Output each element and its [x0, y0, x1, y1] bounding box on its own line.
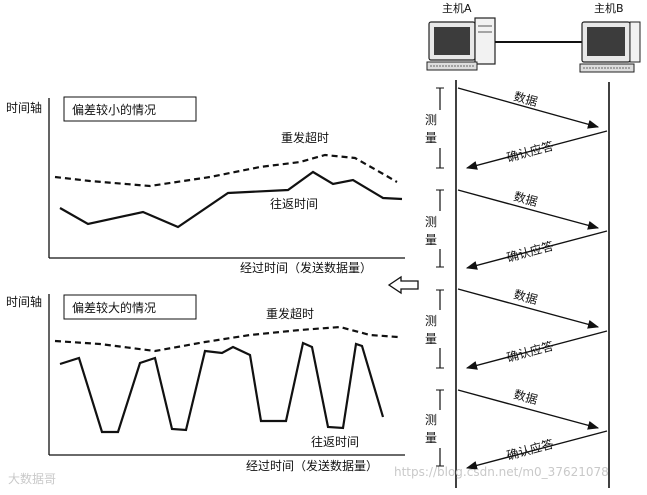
bottom-rtt-label: 往返时间	[311, 434, 359, 449]
host-b-label: 主机B	[594, 1, 624, 15]
measure-label-2a: 测	[425, 215, 437, 229]
message-label-7: 数据	[512, 386, 539, 407]
bottom-timeout-line	[55, 327, 398, 351]
measure-label-4b: 量	[425, 431, 437, 445]
top-rtt-label: 往返时间	[270, 196, 318, 211]
top-chart: 时间轴 偏差较小的情况 重发超时 往返时间 经过时间（发送数据量）	[6, 97, 405, 275]
bottom-box-title: 偏差较大的情况	[72, 300, 156, 315]
sequence-diagram: 主机A 主机B	[423, 1, 640, 488]
bottom-timeout-label: 重发超时	[266, 306, 314, 321]
measure-label-1b: 量	[425, 131, 437, 145]
watermark-left: 大数据哥	[8, 471, 56, 486]
message-label-6: 确认应答	[505, 338, 555, 365]
message-label-2: 确认应答	[505, 138, 555, 165]
bottom-rtt-line	[60, 343, 383, 432]
measure-label-3b: 量	[425, 332, 437, 346]
top-axis-label: 时间轴	[6, 100, 42, 115]
measure-bracket-1	[423, 88, 444, 168]
message-label-1: 数据	[512, 88, 539, 109]
host-a-label: 主机A	[442, 1, 472, 15]
top-x-label: 经过时间（发送数据量）	[240, 260, 372, 275]
message-label-8: 确认应答	[505, 436, 555, 463]
message-label-4: 确认应答	[505, 238, 555, 265]
bottom-x-label: 经过时间（发送数据量）	[246, 458, 378, 473]
bottom-chart: 时间轴 偏差较大的情况 重发超时 往返时间 经过时间（发送数据量）	[6, 294, 405, 473]
measure-label-2b: 量	[425, 233, 437, 247]
watermark-right: https://blog.csdn.net/m0_37621078	[394, 465, 609, 479]
top-timeout-label: 重发超时	[281, 130, 329, 145]
measure-label-1a: 测	[425, 113, 437, 127]
measure-label-3a: 测	[425, 314, 437, 328]
hollow-left-arrow-icon	[389, 277, 418, 293]
measure-label-4a: 测	[425, 413, 437, 427]
bottom-axis-label: 时间轴	[6, 294, 42, 309]
top-rtt-line	[60, 172, 402, 227]
measure-bracket-3	[423, 290, 444, 368]
message-label-5: 数据	[512, 286, 539, 307]
computer-icon	[580, 22, 640, 72]
top-box-title: 偏差较小的情况	[72, 102, 156, 117]
computer-icon	[427, 18, 495, 70]
measure-bracket-4	[423, 390, 444, 466]
